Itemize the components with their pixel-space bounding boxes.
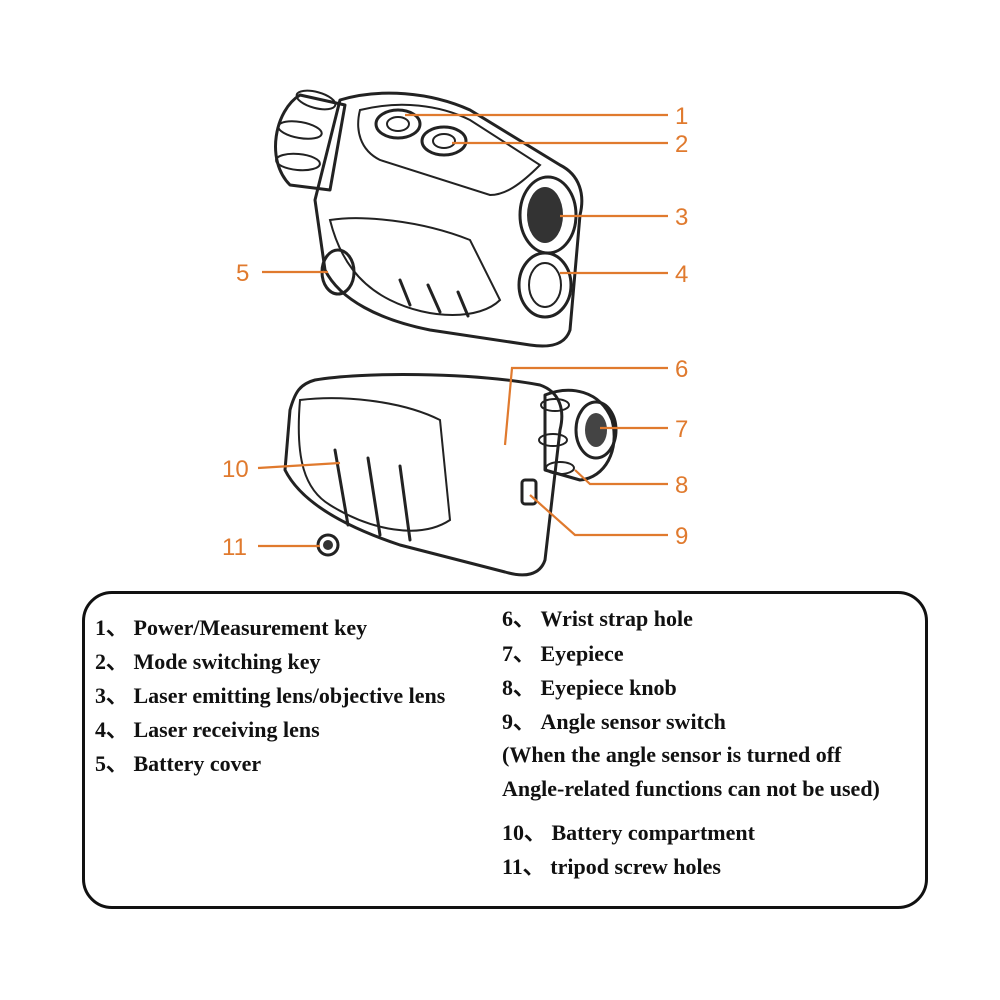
legend-item-7: 7、 Eyepiece: [502, 641, 624, 666]
leader-line-8: [574, 469, 668, 486]
legend-item-9-note-line-1: (When the angle sensor is turned off: [502, 742, 842, 767]
device-top-view: [274, 89, 584, 348]
legend-item-5: 5、 Battery cover: [95, 751, 262, 776]
legend-item-6: 6、 Wrist strap hole: [502, 606, 693, 631]
callout-1: 1: [675, 103, 688, 130]
legend-item-1: 1、 Power/Measurement key: [95, 615, 368, 640]
rangefinder-diagram: 1 2 3 4 5 6 7 8 9 10 11: [222, 89, 688, 577]
legend-item-4: 4、 Laser receiving lens: [95, 717, 320, 742]
legend-item-11: 11、 tripod screw holes: [502, 854, 721, 879]
legend-item-9: 9、 Angle sensor switch: [502, 709, 726, 734]
leader-line-6: [503, 366, 668, 446]
legend-box: 1、 Power/Measurement key 2、 Mode switchi…: [82, 591, 928, 909]
legend-item-8: 8、 Eyepiece knob: [502, 675, 677, 700]
callout-2: 2: [675, 131, 688, 158]
callout-9: 9: [675, 523, 688, 550]
callout-10: 10: [222, 456, 249, 483]
callout-3: 3: [675, 204, 688, 231]
callout-7: 7: [675, 416, 688, 443]
legend-item-10: 10、 Battery compartment: [502, 820, 755, 845]
callout-11: 11: [222, 534, 247, 561]
callout-8: 8: [675, 472, 688, 499]
callout-6: 6: [675, 356, 688, 383]
legend-item-3: 3、 Laser emitting lens/objective lens: [95, 683, 446, 708]
device-bottom-view: [283, 373, 618, 577]
callout-4: 4: [675, 261, 688, 288]
legend-item-2: 2、 Mode switching key: [95, 649, 321, 674]
leader-line-10: [257, 461, 341, 470]
legend-item-9-note-line-2: Angle-related functions can not be used): [502, 776, 880, 801]
callout-5: 5: [236, 260, 249, 287]
leader-line-9: [529, 494, 668, 537]
